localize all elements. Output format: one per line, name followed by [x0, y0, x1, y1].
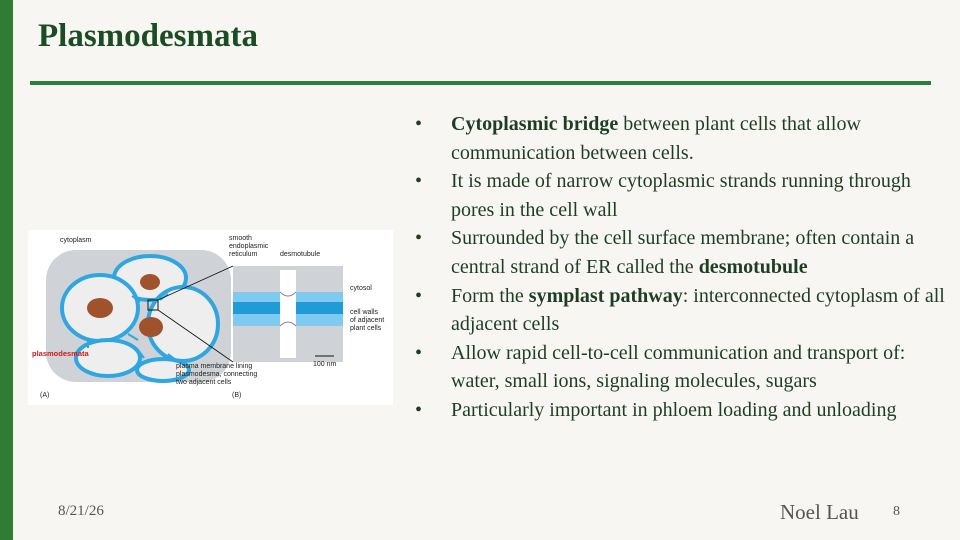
- label-smooth-er-line3: reticulum: [229, 251, 258, 258]
- label-smooth-er-line1: smooth: [229, 235, 252, 242]
- bullet-item: Surrounded by the cell surface membrane;…: [413, 224, 958, 281]
- label-cell-walls-line3: plant cells: [350, 325, 382, 332]
- title-divider: [30, 81, 931, 85]
- label-panel-b: (B): [232, 392, 241, 399]
- slide-title: Plasmodesmata: [38, 18, 258, 54]
- left-accent-bar: [0, 0, 13, 540]
- label-cell-walls-line2: of adjacent: [350, 317, 384, 324]
- bullet-list: Cytoplasmic bridge between plant cells t…: [413, 110, 958, 425]
- label-membrane-line1: plasma membrane lining: [176, 363, 252, 370]
- cell-diagram-panel-a: [46, 250, 234, 383]
- label-scale-bar: 100 nm: [313, 361, 337, 368]
- label-cytosol: cytosol: [350, 285, 372, 292]
- label-membrane-line2: plasmodesma, connecting: [176, 371, 257, 378]
- label-smooth-er-line2: endoplasmic: [229, 243, 269, 250]
- label-panel-a: (A): [40, 392, 49, 399]
- zoom-diagram-panel-b: [233, 266, 343, 362]
- label-desmotubule: desmotubule: [280, 251, 320, 258]
- label-membrane-line3: two adjacent cells: [176, 379, 232, 386]
- bullet-item: Particularly important in phloem loading…: [413, 396, 958, 425]
- label-cell-walls-line1: cell walls: [350, 309, 379, 316]
- label-plasmodesmata: plasmodesmata: [32, 349, 90, 358]
- author-name: Noel Lau: [780, 500, 859, 524]
- bullet-item: Form the symplast pathway: interconnecte…: [413, 282, 958, 339]
- plasmodesmata-figure: cytoplasm smooth endoplasmic reticulum d…: [28, 230, 393, 405]
- slide-date: 8/21/26: [58, 503, 104, 519]
- page-number: 8: [893, 504, 900, 519]
- bullet-item: Allow rapid cell-to-cell communication a…: [413, 339, 958, 396]
- bullet-item: Cytoplasmic bridge between plant cells t…: [413, 110, 958, 167]
- label-cytoplasm: cytoplasm: [60, 237, 92, 244]
- bullet-item: It is made of narrow cytoplasmic strands…: [413, 167, 958, 224]
